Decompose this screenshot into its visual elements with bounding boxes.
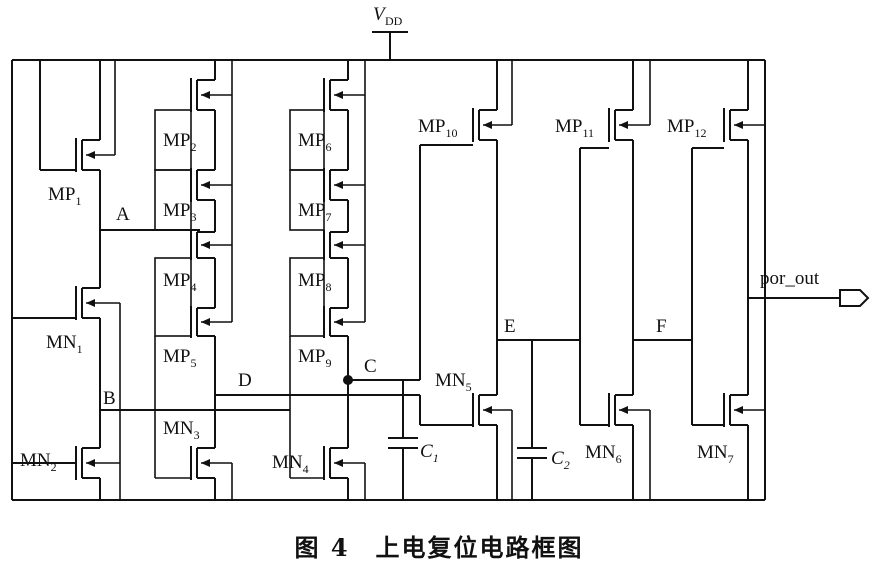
transistor-mp3 xyxy=(190,110,232,202)
transistor-mn6 xyxy=(580,393,651,500)
label-c2: C2 xyxy=(551,448,570,472)
label-c1: C1 xyxy=(420,441,439,465)
label-mp9: MP9 xyxy=(298,346,331,370)
figure-caption: 图 4 上电复位电路框图 xyxy=(294,533,584,562)
label-mp12: MP12 xyxy=(667,116,706,140)
label-mn2: MN2 xyxy=(20,450,57,474)
node-b-label: B xyxy=(103,388,116,409)
column-5 xyxy=(579,60,651,500)
transistor-mp6 xyxy=(323,78,365,112)
label-mp4: MP4 xyxy=(163,270,196,294)
label-mp5: MP5 xyxy=(163,346,196,370)
transistor-mp2 xyxy=(190,78,232,112)
label-mn7: MN7 xyxy=(697,442,734,466)
label-mp11: MP11 xyxy=(555,116,594,140)
label-mp1: MP1 xyxy=(48,184,81,208)
output-port: por_out xyxy=(748,268,870,307)
transistor-mp7 xyxy=(323,110,365,202)
label-mn4: MN4 xyxy=(272,452,309,476)
rails xyxy=(11,59,766,501)
output-arrow-icon xyxy=(839,289,870,307)
label-mp10: MP10 xyxy=(418,116,457,140)
transistor-mp4 xyxy=(190,200,232,260)
label-mn6: MN6 xyxy=(585,442,622,466)
transistor-mp9 xyxy=(323,258,365,448)
transistor-mn3 xyxy=(190,395,233,500)
vdd-label: V xyxy=(373,4,387,25)
node-e-label: E xyxy=(504,316,516,337)
transistor-mn1 xyxy=(12,230,121,500)
column-3 xyxy=(289,60,366,500)
label-mp2: MP2 xyxy=(163,130,196,154)
transistor-mp12 xyxy=(723,108,765,142)
capacitor-c1 xyxy=(388,380,418,500)
node-d-label: D xyxy=(238,370,252,391)
label-mp7: MP7 xyxy=(298,200,331,224)
transistor-mp11 xyxy=(608,60,651,142)
label-mp8: MP8 xyxy=(298,270,331,294)
node-f-label: F xyxy=(656,316,667,337)
label-mn1: MN1 xyxy=(46,332,83,356)
node-c-label: C xyxy=(364,356,377,377)
device-labels: MP1 MP2 MP3 MP4 MP5 MP6 MP7 MP8 MP9 MP10… xyxy=(20,116,734,476)
transistor-mn2 xyxy=(12,410,120,500)
output-label: por_out xyxy=(760,268,820,289)
label-mp6: MP6 xyxy=(298,130,331,154)
transistor-mn7 xyxy=(692,393,765,500)
column-2 xyxy=(154,60,233,500)
transistor-mp8 xyxy=(323,200,365,260)
transistor-mp1 xyxy=(39,60,116,230)
node-a-label: A xyxy=(116,204,130,225)
transistor-mp5 xyxy=(190,258,232,395)
column-1 xyxy=(12,60,121,500)
label-mn5: MN5 xyxy=(435,370,472,394)
vdd-label-sub: DD xyxy=(385,14,403,28)
label-mn3: MN3 xyxy=(163,418,200,442)
transistor-mp10 xyxy=(420,60,513,146)
column-4 xyxy=(419,60,513,500)
capacitor-c2 xyxy=(517,340,547,500)
label-mp3: MP3 xyxy=(163,200,196,224)
transistor-mn5 xyxy=(419,393,513,500)
column-6 xyxy=(691,60,765,500)
transistor-mn4 xyxy=(323,446,366,500)
vdd-supply: V DD xyxy=(372,4,408,60)
